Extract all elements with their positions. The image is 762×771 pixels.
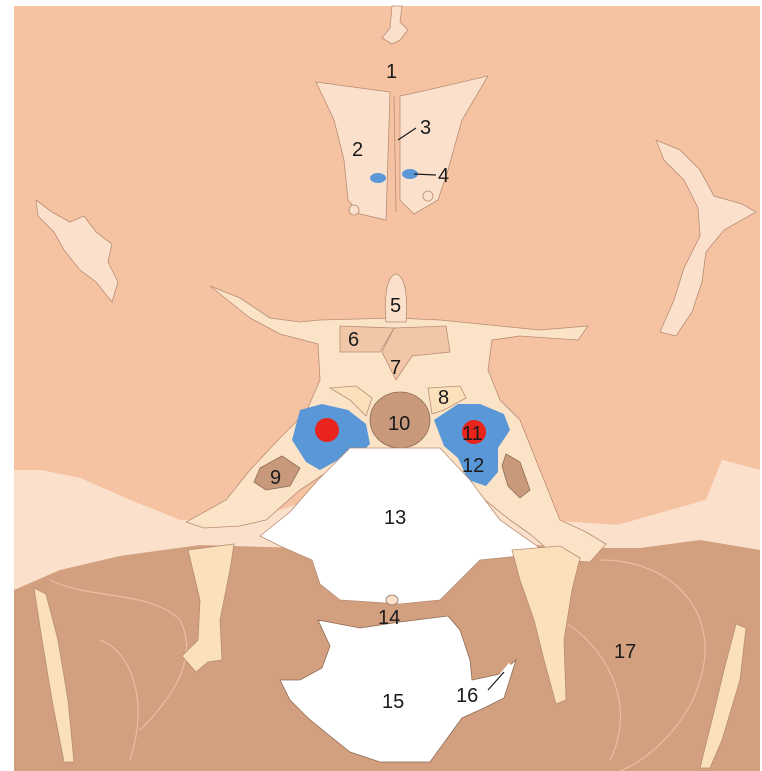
label-17: 17 bbox=[614, 641, 636, 663]
label-15: 15 bbox=[382, 691, 404, 713]
ventricle-small-cyst-left bbox=[349, 205, 359, 215]
label-6: 6 bbox=[348, 329, 359, 351]
label-11: 11 bbox=[462, 423, 483, 445]
label-14: 14 bbox=[378, 607, 400, 629]
label-8: 8 bbox=[438, 387, 449, 409]
label-9: 9 bbox=[270, 467, 281, 489]
label-3: 3 bbox=[420, 117, 431, 139]
label-1: 1 bbox=[386, 61, 397, 83]
label-4: 4 bbox=[438, 165, 449, 187]
label-16: 16 bbox=[456, 685, 478, 707]
structure-14-dot bbox=[386, 595, 398, 605]
label-13: 13 bbox=[384, 507, 406, 529]
label-5: 5 bbox=[390, 295, 401, 317]
label-2: 2 bbox=[352, 139, 363, 161]
label-12: 12 bbox=[462, 455, 484, 477]
internal-carotid-artery-left bbox=[315, 418, 339, 442]
ventricle-small-cyst-right bbox=[423, 191, 433, 201]
label-10: 10 bbox=[388, 413, 410, 435]
choroid-plexus-left bbox=[370, 173, 386, 183]
label-7: 7 bbox=[390, 357, 401, 379]
